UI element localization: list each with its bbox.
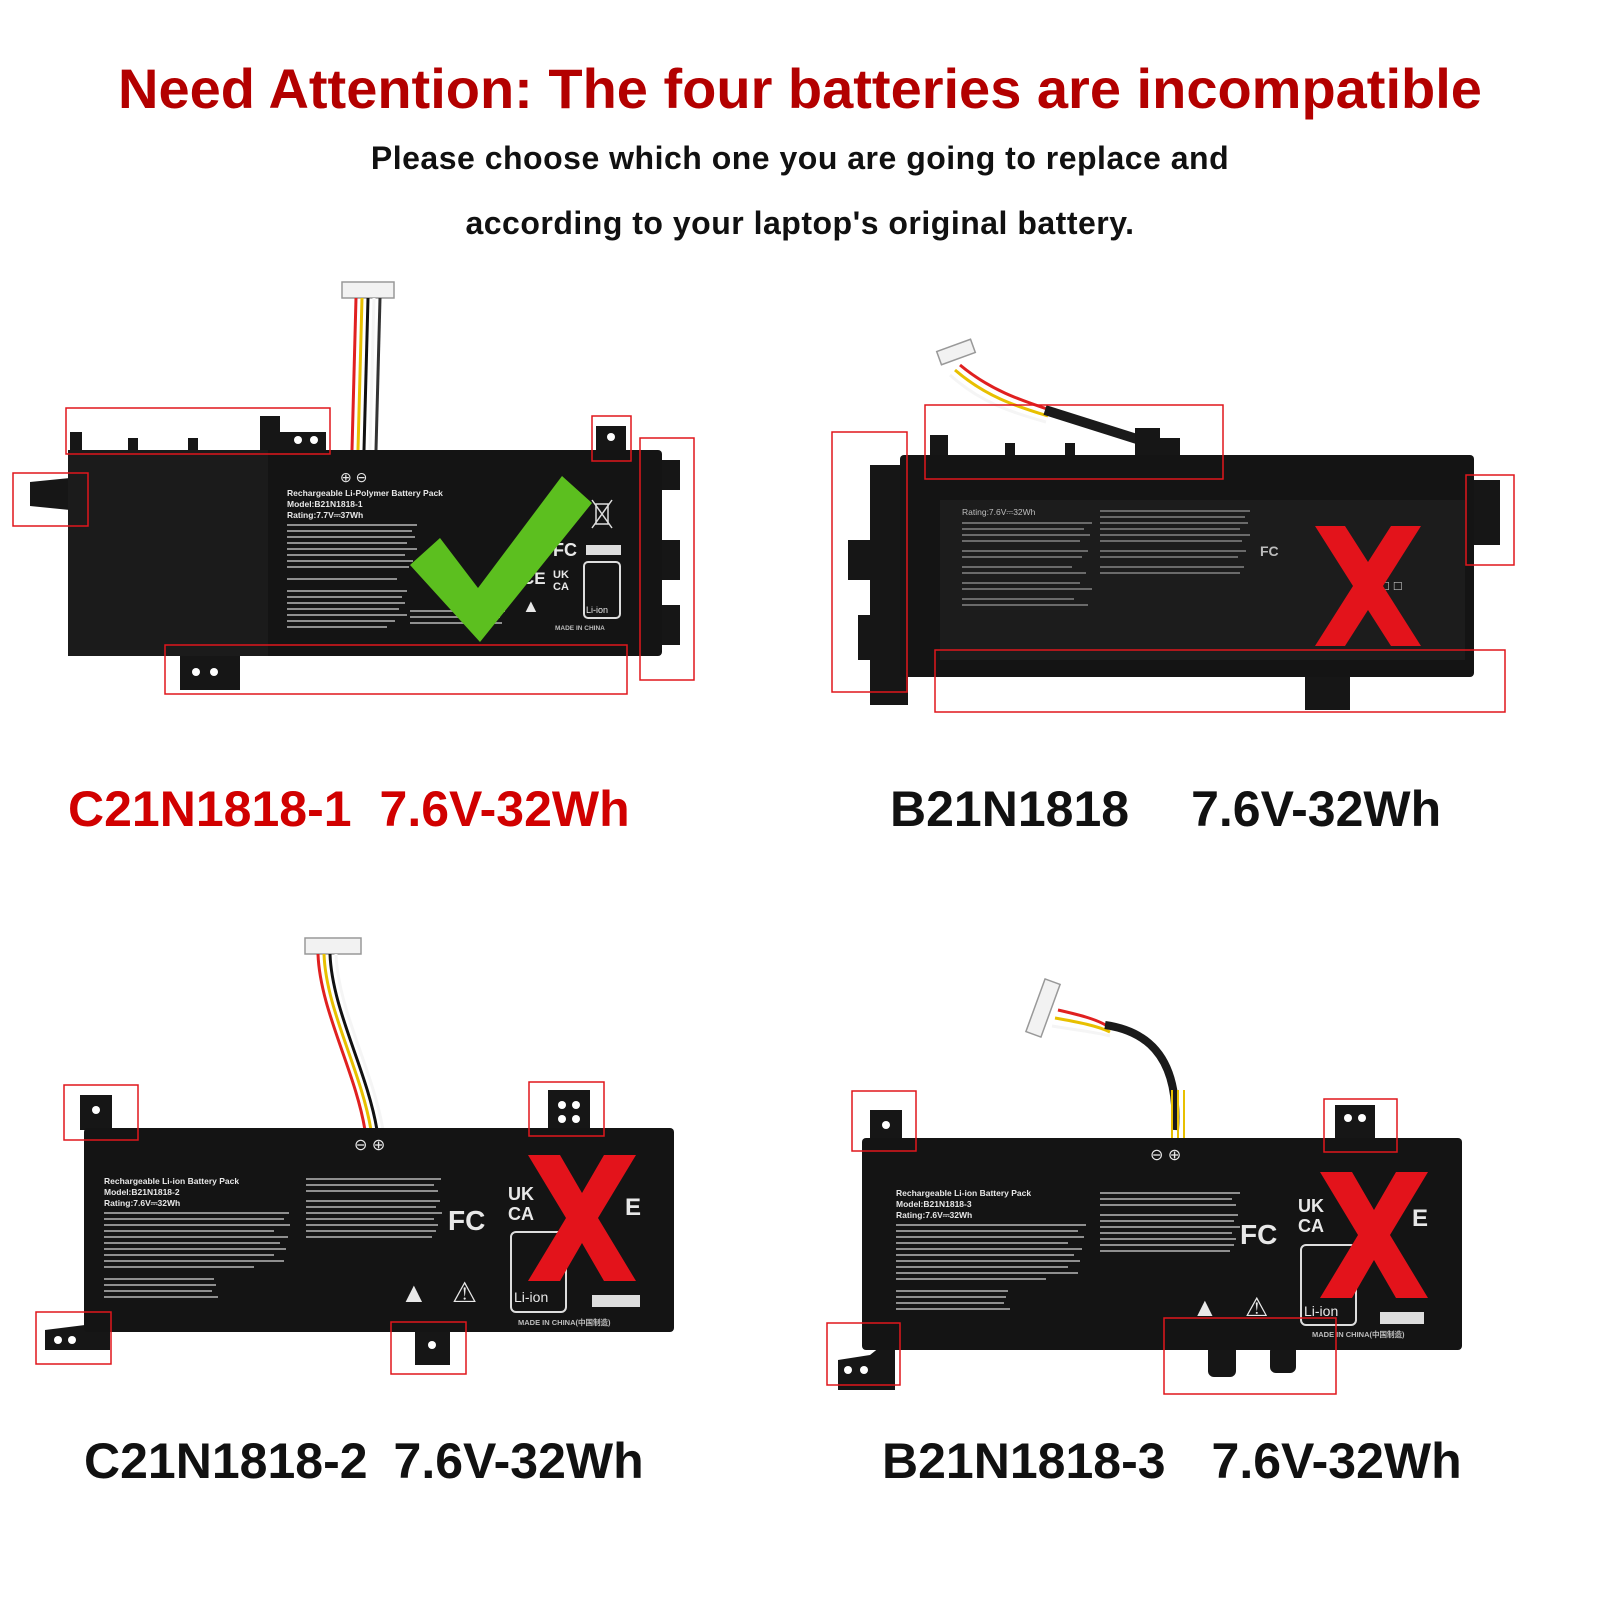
svg-text:CA: CA: [508, 1204, 534, 1224]
svg-text:MADE IN CHINA(中国制造): MADE IN CHINA(中国制造): [1312, 1329, 1405, 1339]
svg-text:CA: CA: [553, 581, 569, 593]
battery-cable: [341, 281, 395, 451]
svg-text:FC: FC: [553, 540, 577, 560]
battery-image-c21n1818-2: ⊖ ⊕ Rechargeable Li-ion Battery Pack Mod…: [35, 937, 674, 1375]
svg-text:Rating:7.6V⎓32Wh: Rating:7.6V⎓32Wh: [104, 1198, 180, 1208]
svg-text:FC: FC: [1260, 543, 1279, 559]
battery-cable: [1024, 977, 1185, 1138]
svg-text:Model:B21N1818-2: Model:B21N1818-2: [104, 1187, 180, 1197]
svg-text:Rating:7.6V⎓32Wh: Rating:7.6V⎓32Wh: [896, 1210, 972, 1220]
svg-text:⊕ ⊖: ⊕ ⊖: [340, 469, 367, 485]
svg-text:Li-ion: Li-ion: [586, 605, 608, 615]
svg-text:Rechargeable Li-ion Battery Pa: Rechargeable Li-ion Battery Pack: [104, 1176, 239, 1186]
battery-panel-b21n1818-3: ⊖ ⊕ Rechargeable Li-ion Battery Pack Mod…: [800, 960, 1530, 1410]
highlight-boxes: [35, 1081, 605, 1375]
svg-text:Li-ion: Li-ion: [514, 1289, 548, 1305]
cross-icon: [1320, 1172, 1428, 1298]
model-label: B21N1818-3: [882, 1433, 1166, 1489]
svg-text:Li-ion: Li-ion: [1304, 1303, 1338, 1319]
page-title: Need Attention: The four batteries are i…: [118, 57, 1482, 120]
battery-image-b21n1818-3: ⊖ ⊕ Rechargeable Li-ion Battery Pack Mod…: [826, 977, 1462, 1395]
highlight-boxes: [831, 404, 1515, 713]
svg-text:UK: UK: [553, 569, 569, 581]
svg-text:⊖ ⊕: ⊖ ⊕: [354, 1137, 385, 1154]
svg-text:CA: CA: [1298, 1216, 1324, 1236]
battery-cable: [304, 937, 385, 1131]
battery-panel-b21n1818: Rating:7.6V⎓32Wh FC ☐ ☐: [800, 330, 1530, 730]
caption-c21n1818-2: C21N1818-2 7.6V-32Wh: [84, 1432, 644, 1490]
battery-cable: [935, 338, 1142, 445]
svg-text:MADE IN CHINA(中国制造): MADE IN CHINA(中国制造): [518, 1317, 611, 1327]
svg-text:UK: UK: [508, 1184, 534, 1204]
cross-icon: [1315, 526, 1421, 646]
svg-text:UK: UK: [1298, 1196, 1324, 1216]
model-label: C21N1818-1: [68, 781, 352, 837]
label-title: Rechargeable Li-Polymer Battery Pack: [287, 488, 443, 498]
model-label: B21N1818: [890, 781, 1130, 837]
battery-panel-c21n1818-1: ⊕ ⊖ Rechargeable Li-Polymer Battery Pack…: [0, 260, 720, 710]
svg-text:E: E: [625, 1194, 641, 1221]
svg-text:MADE IN CHINA: MADE IN CHINA: [555, 625, 605, 632]
caption-c21n1818-1: C21N1818-1 7.6V-32Wh: [68, 780, 630, 838]
svg-text:▲: ▲: [400, 1277, 428, 1308]
instruction-line-2: according to your laptop's original batt…: [465, 205, 1135, 241]
rating-label: 7.6V-32Wh: [393, 1433, 644, 1489]
svg-text:E: E: [1412, 1205, 1428, 1232]
label-rating: Rating:7.7V‎⎓37Wh: [287, 510, 363, 520]
instruction-line-1: Please choose which one you are going to…: [370, 140, 1230, 176]
rating-label: 7.6V-32Wh: [1211, 1433, 1462, 1489]
caption-b21n1818: B21N1818 7.6V-32Wh: [890, 780, 1441, 838]
rating-label: 7.6V-32Wh: [1191, 781, 1442, 837]
battery-image-c21n1818-1: ⊕ ⊖ Rechargeable Li-Polymer Battery Pack…: [12, 281, 695, 695]
label-model: Model:B21N1818-1: [287, 499, 363, 509]
caption-b21n1818-3: B21N1818-3 7.6V-32Wh: [882, 1432, 1462, 1490]
svg-text:FC: FC: [1240, 1219, 1277, 1250]
svg-text:▲: ▲: [1192, 1292, 1218, 1322]
svg-text:⊖ ⊕: ⊖ ⊕: [1150, 1147, 1181, 1164]
model-label: C21N1818-2: [84, 1433, 368, 1489]
svg-text:⚠: ⚠: [1245, 1292, 1268, 1322]
svg-text:Model:B21N1818-3: Model:B21N1818-3: [896, 1199, 972, 1209]
highlight-boxes: [12, 407, 695, 695]
battery-image-b21n1818: Rating:7.6V⎓32Wh FC ☐ ☐: [831, 338, 1515, 713]
svg-text:☐ ☐: ☐ ☐: [1380, 581, 1403, 593]
highlight-boxes: [826, 1090, 1398, 1395]
battery-panel-c21n1818-2: ⊖ ⊕ Rechargeable Li-ion Battery Pack Mod…: [0, 930, 720, 1380]
svg-text:⚠: ⚠: [452, 1277, 477, 1308]
svg-text:Rechargeable Li-ion Battery Pa: Rechargeable Li-ion Battery Pack: [896, 1188, 1031, 1198]
cross-icon: [528, 1155, 636, 1281]
svg-text:FC: FC: [448, 1205, 485, 1236]
svg-text:Rating:7.6V⎓32Wh: Rating:7.6V⎓32Wh: [962, 507, 1036, 517]
rating-label: 7.6V-32Wh: [379, 781, 630, 837]
check-icon: [410, 476, 592, 642]
svg-text:▲: ▲: [522, 596, 540, 616]
